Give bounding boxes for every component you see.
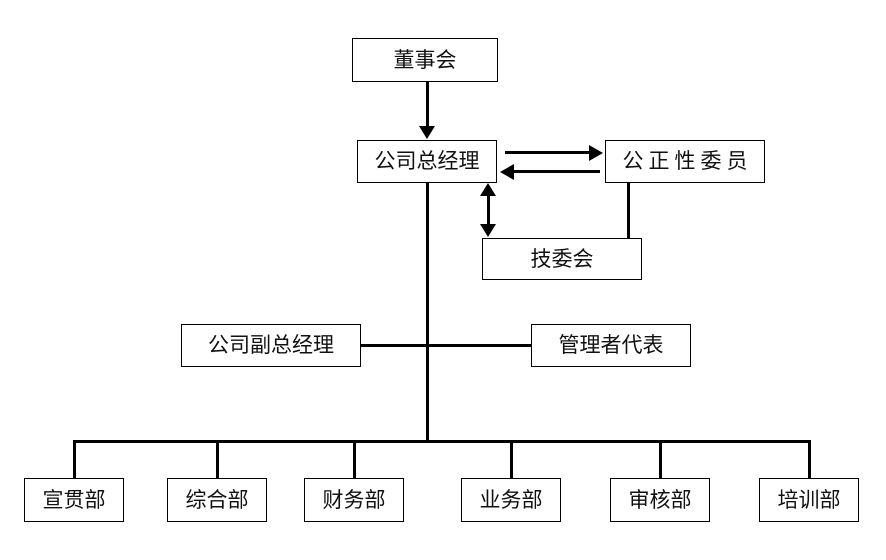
connector-drop-dept-2: [216, 440, 219, 478]
node-department-zonghe-label: 综合部: [185, 487, 249, 512]
node-management-representative[interactable]: 管理者代表: [531, 324, 691, 367]
node-deputy-general-manager[interactable]: 公司副总经理: [181, 324, 361, 367]
connector-gm-to-impartiality: [505, 151, 590, 154]
connector-drop-dept-6: [808, 440, 811, 478]
node-deputy-general-manager-label: 公司副总经理: [208, 333, 334, 357]
node-department-shenhe[interactable]: 审核部: [610, 478, 710, 522]
node-department-xuanguan[interactable]: 宣贯部: [24, 478, 124, 522]
node-department-peixun[interactable]: 培训部: [759, 478, 859, 522]
node-department-yewu-label: 业务部: [479, 487, 543, 512]
node-department-shenhe-label: 审核部: [628, 487, 692, 512]
node-department-caiwu[interactable]: 财务部: [304, 478, 404, 522]
connector-drop-dept-3: [353, 440, 356, 478]
connector-drop-dept-4: [510, 440, 513, 478]
node-technical-committee[interactable]: 技委会: [482, 238, 642, 280]
connector-impartiality-to-technical-committee: [627, 183, 630, 238]
arrowhead-to-technical-committee-down: [480, 224, 496, 237]
node-board-of-directors[interactable]: 董事会: [352, 38, 498, 82]
connector-impartiality-to-gm: [514, 170, 600, 173]
connector-level4-crossbar: [361, 344, 532, 347]
node-board-of-directors-label: 董事会: [393, 47, 457, 72]
node-general-manager[interactable]: 公司总经理: [357, 140, 497, 183]
node-technical-committee-label: 技委会: [530, 246, 594, 271]
connector-department-bus: [73, 440, 811, 443]
connector-board-to-gm: [426, 82, 429, 128]
node-department-yewu[interactable]: 业务部: [461, 478, 561, 522]
node-department-peixun-label: 培训部: [777, 487, 841, 512]
arrowhead-board-to-gm: [419, 126, 435, 139]
connector-gm-to-technical-committee: [487, 190, 490, 234]
connector-main-spine: [426, 183, 429, 442]
node-management-representative-label: 管理者代表: [558, 333, 664, 357]
node-general-manager-label: 公司总经理: [374, 149, 480, 173]
arrowhead-gm-to-impartiality: [589, 145, 603, 161]
connector-drop-dept-1: [73, 440, 76, 478]
arrowhead-to-gm-up: [480, 183, 496, 196]
node-impartiality-committee-label: 公正性委员: [622, 149, 753, 173]
connector-drop-dept-5: [659, 440, 662, 478]
node-impartiality-committee[interactable]: 公正性委员: [605, 140, 765, 183]
node-department-zonghe[interactable]: 综合部: [167, 478, 267, 522]
node-department-xuanguan-label: 宣贯部: [42, 487, 106, 512]
arrowhead-impartiality-to-gm: [500, 164, 514, 180]
node-department-caiwu-label: 财务部: [322, 487, 386, 512]
